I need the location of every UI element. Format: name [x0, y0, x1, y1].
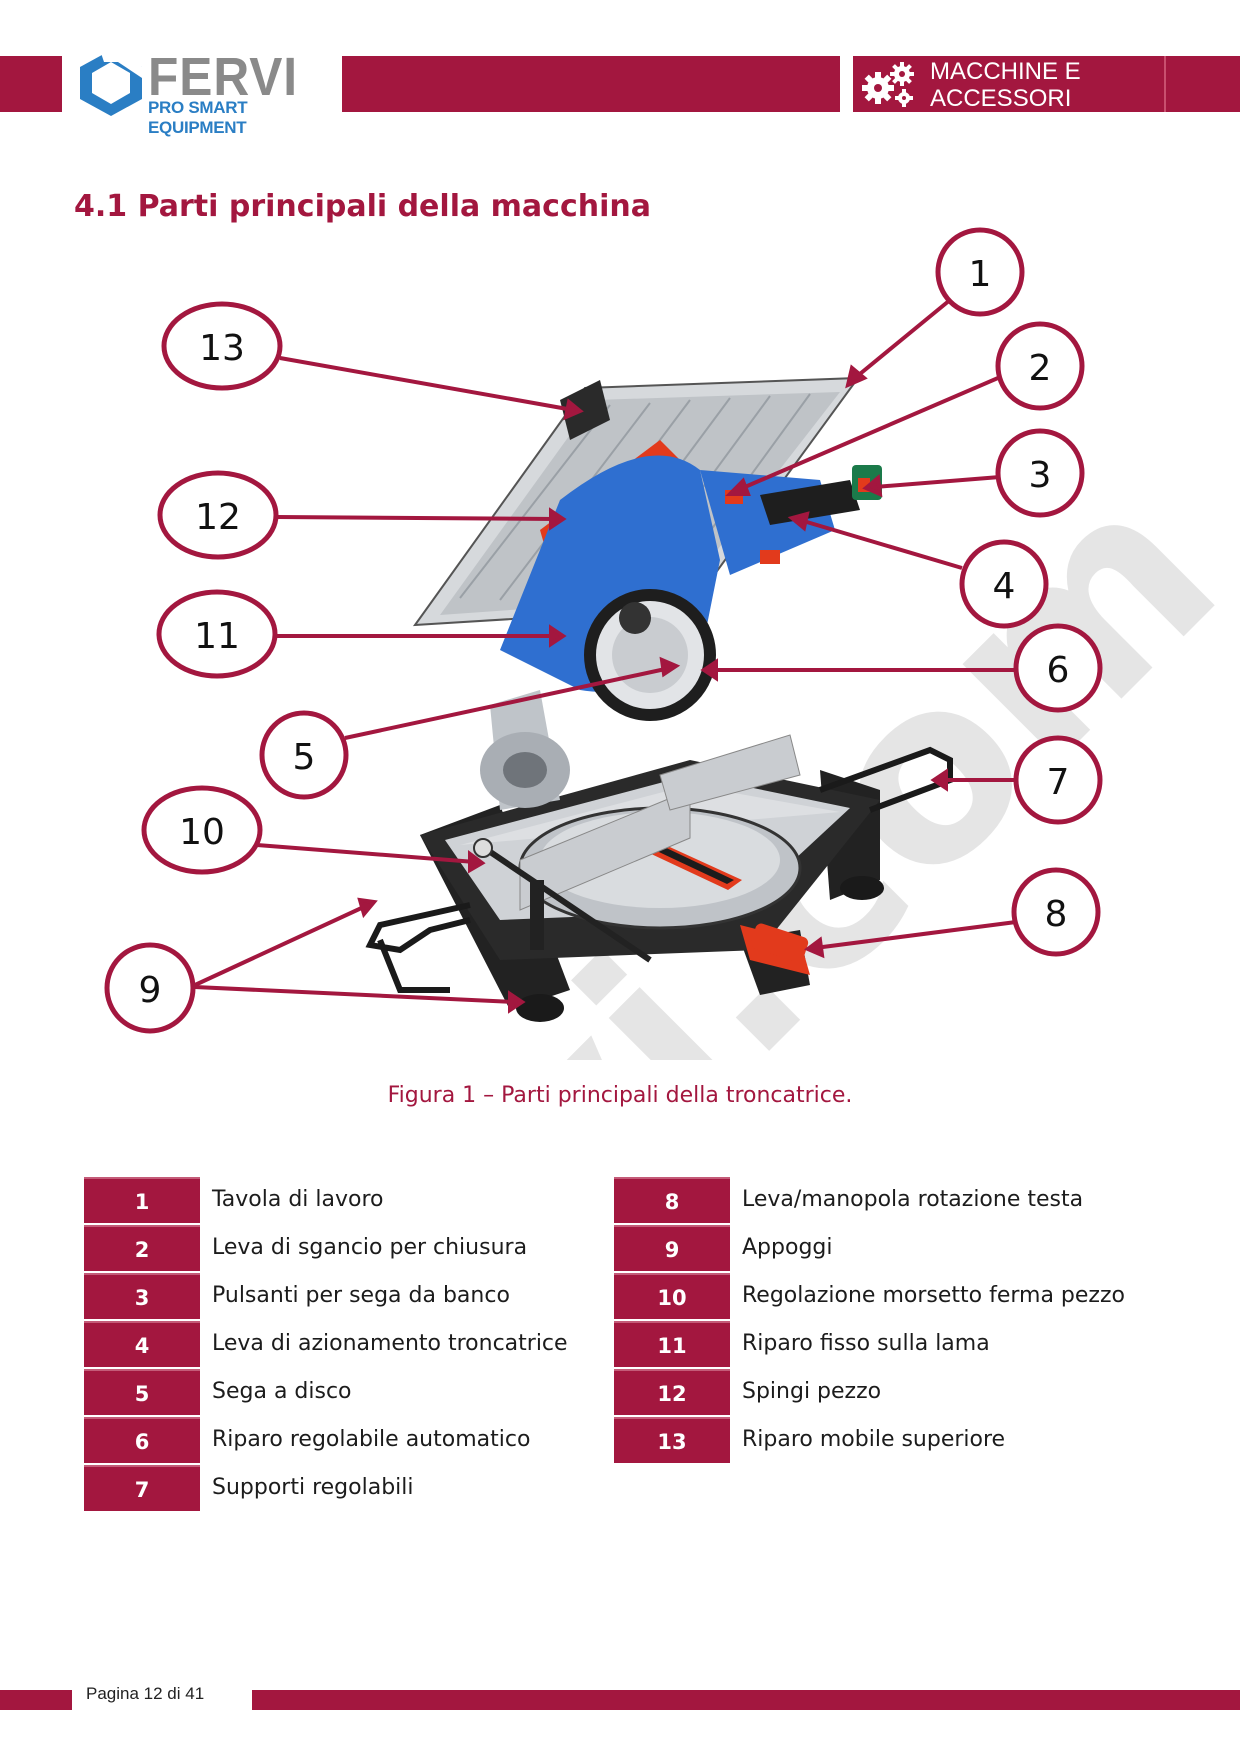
callout-8: 8 — [1011, 867, 1101, 957]
callout-10: 10 — [141, 785, 263, 875]
svg-text:4: 4 — [993, 566, 1016, 607]
svg-text:5: 5 — [293, 737, 316, 778]
svg-text:12: 12 — [195, 497, 241, 538]
header-category: MACCHINE E ACCESSORI — [930, 58, 1160, 112]
legend-label: Leva di sgancio per chiusura — [212, 1235, 528, 1260]
legend-number: 3 — [84, 1273, 200, 1319]
legend-label: Supporti regolabili — [212, 1475, 414, 1500]
svg-text:2: 2 — [1029, 348, 1052, 389]
legend-number: 8 — [614, 1177, 730, 1223]
legend-label: Tavola di lavoro — [212, 1187, 384, 1212]
callout-1: 1 — [935, 227, 1025, 317]
header-band-right-divider — [1164, 56, 1166, 112]
header-band-right — [853, 56, 1240, 112]
legend-label: Leva di azionamento troncatrice — [212, 1331, 568, 1356]
svg-text:11: 11 — [194, 616, 240, 657]
callout-3: 3 — [995, 428, 1085, 518]
legend-label: Riparo regolabile automatico — [212, 1427, 531, 1452]
callout-2: 2 — [995, 321, 1085, 411]
legend-number: 4 — [84, 1321, 200, 1367]
svg-text:10: 10 — [179, 812, 225, 853]
legend-number: 1 — [84, 1177, 200, 1223]
header-band-left — [0, 56, 62, 112]
legend-number: 9 — [614, 1225, 730, 1271]
legend-number: 7 — [84, 1465, 200, 1511]
fervi-logo[interactable]: FERVI PRO SMART EQUIPMENT — [78, 47, 330, 137]
figure-caption: Figura 1 – Parti principali della tronca… — [387, 1083, 853, 1108]
header-band-middle — [342, 56, 840, 112]
gears-icon — [862, 62, 914, 107]
legend-number: 11 — [614, 1321, 730, 1367]
legend-number: 10 — [614, 1273, 730, 1319]
callout-4: 4 — [959, 539, 1049, 629]
legend-label: Regolazione morsetto ferma pezzo — [742, 1283, 1125, 1308]
miter-saw-figure: fervi.com — [104, 227, 1240, 1060]
section-title: 4.1 Parti principali della macchina — [74, 189, 651, 224]
legend-label: Sega a disco — [212, 1379, 352, 1404]
svg-text:13: 13 — [199, 328, 245, 369]
page-number: Pagina 12 di 41 — [86, 1684, 205, 1703]
legend-number: 13 — [614, 1417, 730, 1463]
legend-number: 12 — [614, 1369, 730, 1415]
logo-tagline: PRO SMART EQUIPMENT — [148, 98, 248, 137]
legend-label: Riparo mobile superiore — [742, 1427, 1006, 1452]
legend-label: Appoggi — [742, 1235, 833, 1260]
callout-7: 7 — [1013, 735, 1103, 825]
logo-hexagon-icon — [80, 50, 142, 116]
footer-band-left — [0, 1690, 72, 1710]
legend-label: Spingi pezzo — [742, 1379, 882, 1404]
callout-9: 9 — [104, 942, 196, 1034]
callout-5: 5 — [259, 710, 349, 800]
callout-13: 13 — [161, 301, 283, 391]
callout-6: 6 — [1013, 623, 1103, 713]
logo-wordmark: FERVI — [148, 47, 299, 107]
svg-text:8: 8 — [1045, 894, 1068, 935]
svg-text:9: 9 — [139, 970, 162, 1011]
legend-number: 2 — [84, 1225, 200, 1271]
legend-label: Pulsanti per sega da banco — [212, 1283, 510, 1308]
svg-text:3: 3 — [1029, 455, 1052, 496]
footer-band-right — [252, 1690, 1240, 1710]
callout-11: 11 — [156, 589, 278, 679]
header-category-line2: ACCESSORI — [930, 85, 1072, 112]
callout-circles: 1 2 3 4 5 6 7 8 — [104, 227, 1103, 1034]
legend-number: 5 — [84, 1369, 200, 1415]
svg-text:1: 1 — [969, 254, 992, 295]
svg-text:6: 6 — [1047, 650, 1070, 691]
callout-leader-lines — [194, 298, 1018, 1014]
callout-12: 12 — [157, 470, 279, 560]
svg-text:7: 7 — [1047, 762, 1070, 803]
legend-label: Leva/manopola rotazione testa — [742, 1187, 1084, 1212]
legend-label: Riparo fisso sulla lama — [742, 1331, 990, 1356]
header-category-line1: MACCHINE E — [930, 58, 1081, 85]
legend-number: 6 — [84, 1417, 200, 1463]
